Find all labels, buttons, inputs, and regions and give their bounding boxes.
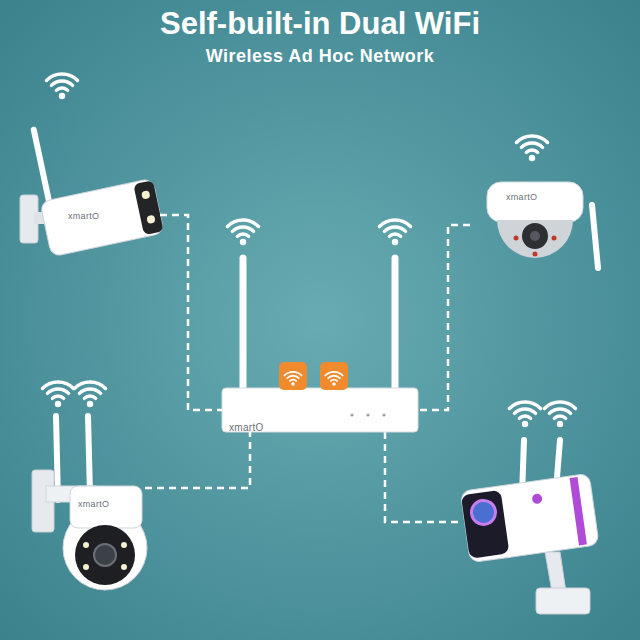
ir-led xyxy=(121,542,127,548)
diagram-title: Self-built-in Dual WiFi xyxy=(160,6,480,42)
dashed-wire xyxy=(385,432,462,522)
spotlight xyxy=(141,190,150,199)
antenna xyxy=(88,416,90,495)
antenna xyxy=(240,258,247,390)
wifi-icon xyxy=(325,372,342,386)
camera-face xyxy=(133,180,163,235)
subtitle-area: Wireless Ad Hoc Network xyxy=(0,46,640,67)
ptz-camera xyxy=(32,416,147,590)
status-led xyxy=(350,413,353,416)
subtitle-label: Wireless Ad Hoc Network xyxy=(206,46,435,67)
spotlight xyxy=(146,215,155,224)
lens-glass xyxy=(530,231,540,241)
wifi-icon xyxy=(544,402,575,427)
brand-label: xmartO xyxy=(78,499,109,509)
status-led xyxy=(366,413,369,416)
wifi-icon xyxy=(42,382,73,407)
bullet-camera xyxy=(20,108,164,257)
wifi-icon xyxy=(509,402,540,427)
wifi-icon xyxy=(516,136,547,161)
wifi-badge xyxy=(279,362,307,390)
nvr-router xyxy=(222,258,418,432)
brand-label: xmartO xyxy=(506,192,537,202)
wifi-badge xyxy=(320,362,348,390)
wifi-icon xyxy=(227,220,258,245)
camera-body xyxy=(460,473,599,562)
title-area: Self-built-in Dual WiFi xyxy=(0,6,640,42)
ir-led xyxy=(533,252,538,257)
dome-base xyxy=(487,182,583,222)
nvr-node: xmartO xyxy=(222,388,418,432)
ir-led xyxy=(552,236,557,241)
dome-camera-node: xmartO xyxy=(470,170,600,275)
wifi-icon xyxy=(379,220,410,245)
nvr-body xyxy=(222,388,418,432)
dome-cover xyxy=(497,220,573,258)
ir-led xyxy=(121,564,127,570)
mount-arm xyxy=(545,552,566,592)
antenna xyxy=(392,258,399,390)
wall-mount xyxy=(536,588,590,614)
ir-led xyxy=(83,564,89,570)
dashed-connector xyxy=(160,215,222,410)
box-camera xyxy=(460,440,599,614)
camera-face xyxy=(461,490,510,559)
lens xyxy=(94,544,116,566)
wifi-icon xyxy=(284,372,301,386)
antenna xyxy=(34,130,49,202)
brand-label: xmartO xyxy=(229,422,264,433)
dome-camera xyxy=(487,182,598,268)
wifi-icon xyxy=(46,74,77,99)
lens xyxy=(470,499,497,526)
ir-led xyxy=(514,236,519,241)
bullet-camera-node: xmartO xyxy=(20,160,160,290)
lens xyxy=(522,223,548,249)
ptz-camera-node: xmartO xyxy=(30,385,145,600)
camera-body xyxy=(70,486,142,528)
brand-logo xyxy=(531,493,542,504)
ir-led xyxy=(83,542,89,548)
dashed-connector xyxy=(418,225,470,410)
wifi-icon xyxy=(74,382,105,407)
camera-body xyxy=(40,178,164,257)
brand-label: xmartO xyxy=(68,211,99,221)
status-led xyxy=(382,413,385,416)
antenna xyxy=(592,205,598,268)
camera-face xyxy=(75,525,135,585)
dashed-connector xyxy=(145,432,250,488)
accent-stripe xyxy=(570,477,587,545)
